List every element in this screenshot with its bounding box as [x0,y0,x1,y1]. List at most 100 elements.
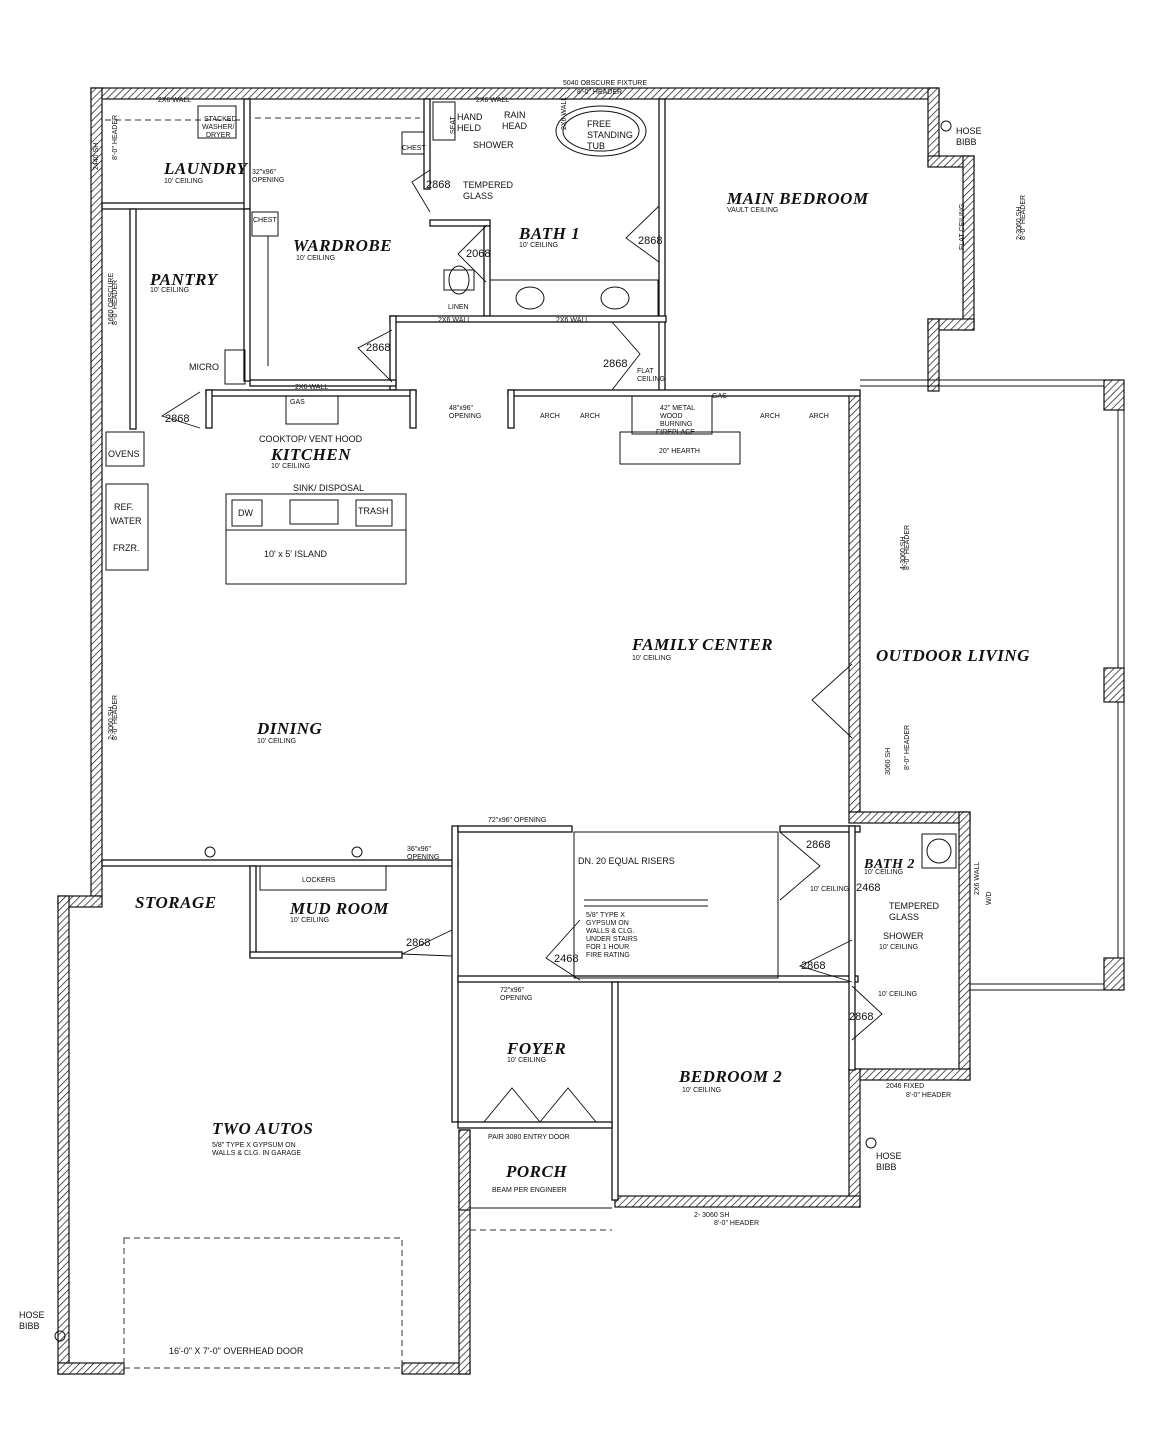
label-header: 8'-0" HEADER [112,115,119,160]
label-shower: SHOWER [883,931,924,941]
label-wall: 2X6 WALL [556,317,589,324]
bath2-ceiling: 10' CEILING [864,869,903,876]
label-ceiling: 10' CEILING [810,886,849,893]
label-standing: STANDING [587,130,633,140]
room-wardrobe: WARDROBE [293,236,392,255]
room-porch: PORCH [505,1162,567,1181]
outdoor-living-outline [860,379,1125,991]
room-main-bedroom: MAIN BEDROOM [726,189,869,208]
label-stair-note: FOR 1 HOUR [586,944,629,951]
label-header: 8'-0" HEADER [1020,195,1027,240]
interior-walls [101,98,861,1201]
label-header: 8'-0" HEADER [904,725,911,770]
label-linen: LINEN [448,304,469,311]
room-two-autos: TWO AUTOS [212,1119,313,1138]
label-fireplace: 42" METAL [660,405,695,412]
label-island: 10' x 5' ISLAND [264,549,327,559]
label-opening-size: 32"x96" [252,169,277,176]
label-window: 1660 OBSCURE [108,273,115,325]
door-code: 2468 [856,882,880,894]
label-glass: GLASS [463,191,493,201]
label-fixed-window: 2046 FIXED [886,1083,924,1090]
door-code: 2868 [638,235,662,247]
label-stair-note: GYPSUM ON [586,920,629,927]
label-bibb: BIBB [956,137,977,147]
label-lockers: LOCKERS [302,877,336,884]
room-pantry: PANTRY [149,270,219,289]
label-wall: 2X6 WALL [158,97,191,104]
label-gas: GAS [712,393,727,400]
room-mud-room: MUD ROOM [289,899,389,918]
room-storage: STORAGE [135,893,217,912]
foyer-ceiling: 10' CEILING [507,1057,546,1064]
label-window: 4-3060 SH [900,537,907,570]
label-cooktop: COOKTOP/ VENT HOOD [259,434,363,444]
label-hose: HOSE [956,126,982,136]
label-obscure-fixture: 5040 OBSCURE FIXTURE [563,80,647,87]
label-chest: CHEST [402,145,426,152]
label-water: WATER [110,516,142,526]
label-sink: SINK/ DISPOSAL [293,483,364,493]
wardrobe-ceiling: 10' CEILING [296,255,335,262]
label-ovens: OVENS [108,449,140,459]
label-window: 2-3060 SH [108,707,115,740]
room-kitchen: KITCHEN [270,445,351,464]
label-stacked: STACKED [204,116,237,123]
door-swings [160,169,883,1123]
label-hose: HOSE [19,1310,45,1320]
label-wall: 2X6 WALL [561,97,568,130]
label-opening: OPENING [252,177,284,184]
door-code: 2868 [849,1011,873,1023]
label-washer: WASHER/ [202,124,234,131]
label-frzr: FRZR. [113,543,140,553]
label-wall: 2X6 WALL [974,862,981,895]
room-dining: DINING [256,719,323,738]
label-rain: RAIN [504,110,526,120]
mud-room-ceiling: 10' CEILING [290,917,329,924]
kitchen-ceiling: 10' CEILING [271,463,310,470]
label-trash: TRASH [358,506,389,516]
door-code: 2868 [801,960,825,972]
label-held: HELD [457,123,482,133]
garage-note-2: WALLS & CLG. IN GARAGE [212,1150,302,1157]
family-center-ceiling: 10' CEILING [632,655,671,662]
dining-ceiling: 10' CEILING [257,738,296,745]
label-tub: TUB [587,141,605,151]
label-opening: OPENING [500,995,532,1002]
label-seat: SEAT [450,116,457,134]
room-bedroom-2: BEDROOM 2 [678,1067,782,1086]
label-hose: HOSE [876,1151,902,1161]
door-code: 2868 [366,342,390,354]
label-header: 8'-0" HEADER [904,525,911,570]
label-arch: ARCH [760,413,780,420]
door-code: 2868 [806,839,830,851]
label-flat: FLAT [637,368,654,375]
main-bedroom-ceiling: VAULT CEILING [727,207,778,214]
label-arch: ARCH [540,413,560,420]
label-stair-note: 5/8" TYPE X [586,912,625,919]
bath1-ceiling: 10' CEILING [519,242,558,249]
label-entry-door: PAIR 3080 ENTRY DOOR [488,1134,570,1141]
label-wd: W/D [986,891,993,905]
label-header: 8'-0" HEADER [577,89,622,96]
label-wall: 2X6 WALL [438,317,471,324]
room-bath-1: BATH 1 [518,224,580,243]
label-header: 8'-0" HEADER [112,280,119,325]
door-code: 2868 [406,937,430,949]
label-overhead-door: 16'-0" X 7'-0" OVERHEAD DOOR [169,1346,304,1356]
pantry-ceiling: 10' CEILING [150,287,189,294]
label-dw: DW [238,508,253,518]
label-stair-note: WALLS & CLG. [586,928,634,935]
label-ceiling: 10' CEILING [879,944,918,951]
door-code: 2868 [165,413,189,425]
label-stairs: DN. 20 EQUAL RISERS [578,856,675,866]
label-stair-note: UNDER STAIRS [586,936,638,943]
laundry-ceiling: 10' CEILING [164,178,203,185]
label-bibb: BIBB [876,1162,897,1172]
door-code: 2468 [554,953,578,965]
label-arch: ARCH [809,413,829,420]
garage-note-1: 5/8" TYPE X GYPSUM ON [212,1142,296,1149]
label-free: FREE [587,119,611,129]
door-code: 2068 [466,248,490,260]
